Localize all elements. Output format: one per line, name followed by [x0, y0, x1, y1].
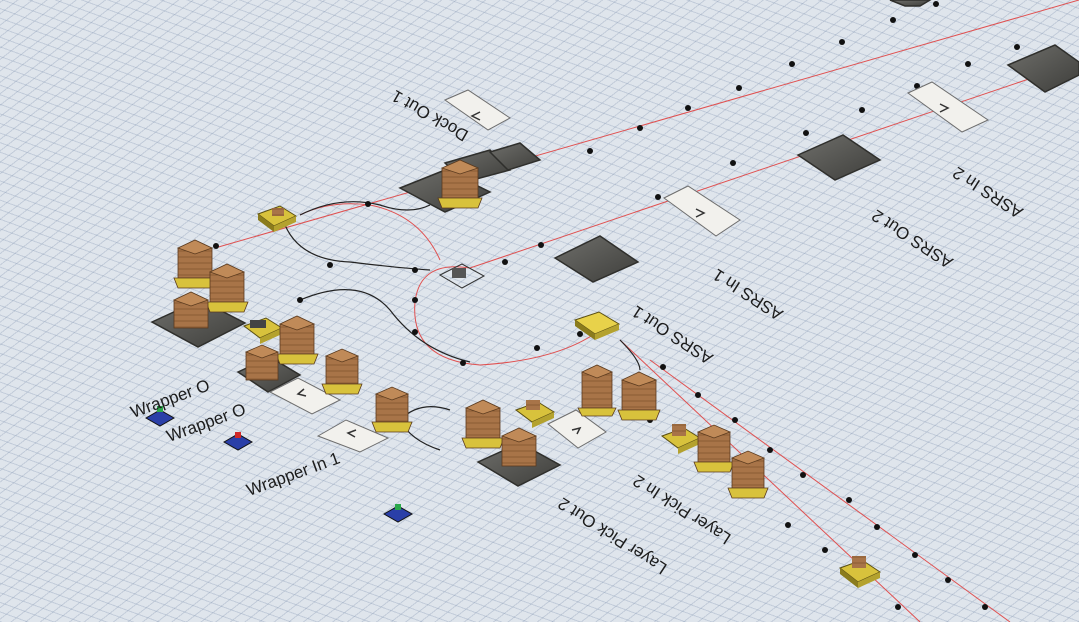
- load-1: [437, 159, 483, 209]
- load-14: [727, 450, 769, 499]
- asrs-out-2-pad: [796, 134, 882, 181]
- load-4: [172, 291, 210, 329]
- load-3: [205, 263, 249, 313]
- load-12: [617, 371, 661, 421]
- control-point[interactable]: [438, 263, 486, 289]
- dock-pad-3: [488, 142, 542, 171]
- load-2: [173, 239, 217, 289]
- asrs-in-2-station: [907, 81, 990, 133]
- agv-1: [256, 205, 298, 232]
- load-6: [244, 344, 280, 381]
- agv-4: [242, 317, 284, 344]
- wrapper-markers[interactable]: [144, 406, 414, 523]
- asrs-in-2-pad: [1006, 44, 1079, 93]
- load-13: [693, 424, 735, 473]
- top-pad: [889, 0, 932, 7]
- load-5: [275, 315, 319, 365]
- load-7: [321, 348, 363, 395]
- load-11: [577, 364, 617, 417]
- station-arrows: [296, 103, 950, 438]
- wrapper-marker-2: [222, 433, 254, 451]
- floor-pads: [150, 0, 1079, 487]
- wrapper-marker-1: [144, 409, 176, 427]
- pallet-loads[interactable]: [172, 159, 769, 499]
- load-8: [371, 386, 413, 433]
- path-nodes: [213, 1, 1020, 610]
- agv-5: [514, 400, 556, 428]
- load-10: [500, 427, 538, 467]
- agv-2: [573, 311, 621, 340]
- wrapper-marker-3: [382, 505, 414, 523]
- agv-3: [838, 556, 882, 588]
- agv-6: [660, 424, 702, 454]
- agv-vehicles[interactable]: [242, 205, 882, 588]
- load-9: [461, 399, 505, 449]
- dock-out-1-station: [443, 89, 511, 131]
- asrs-in-1-station: [663, 185, 741, 237]
- asrs-in-1-pad: [553, 235, 640, 283]
